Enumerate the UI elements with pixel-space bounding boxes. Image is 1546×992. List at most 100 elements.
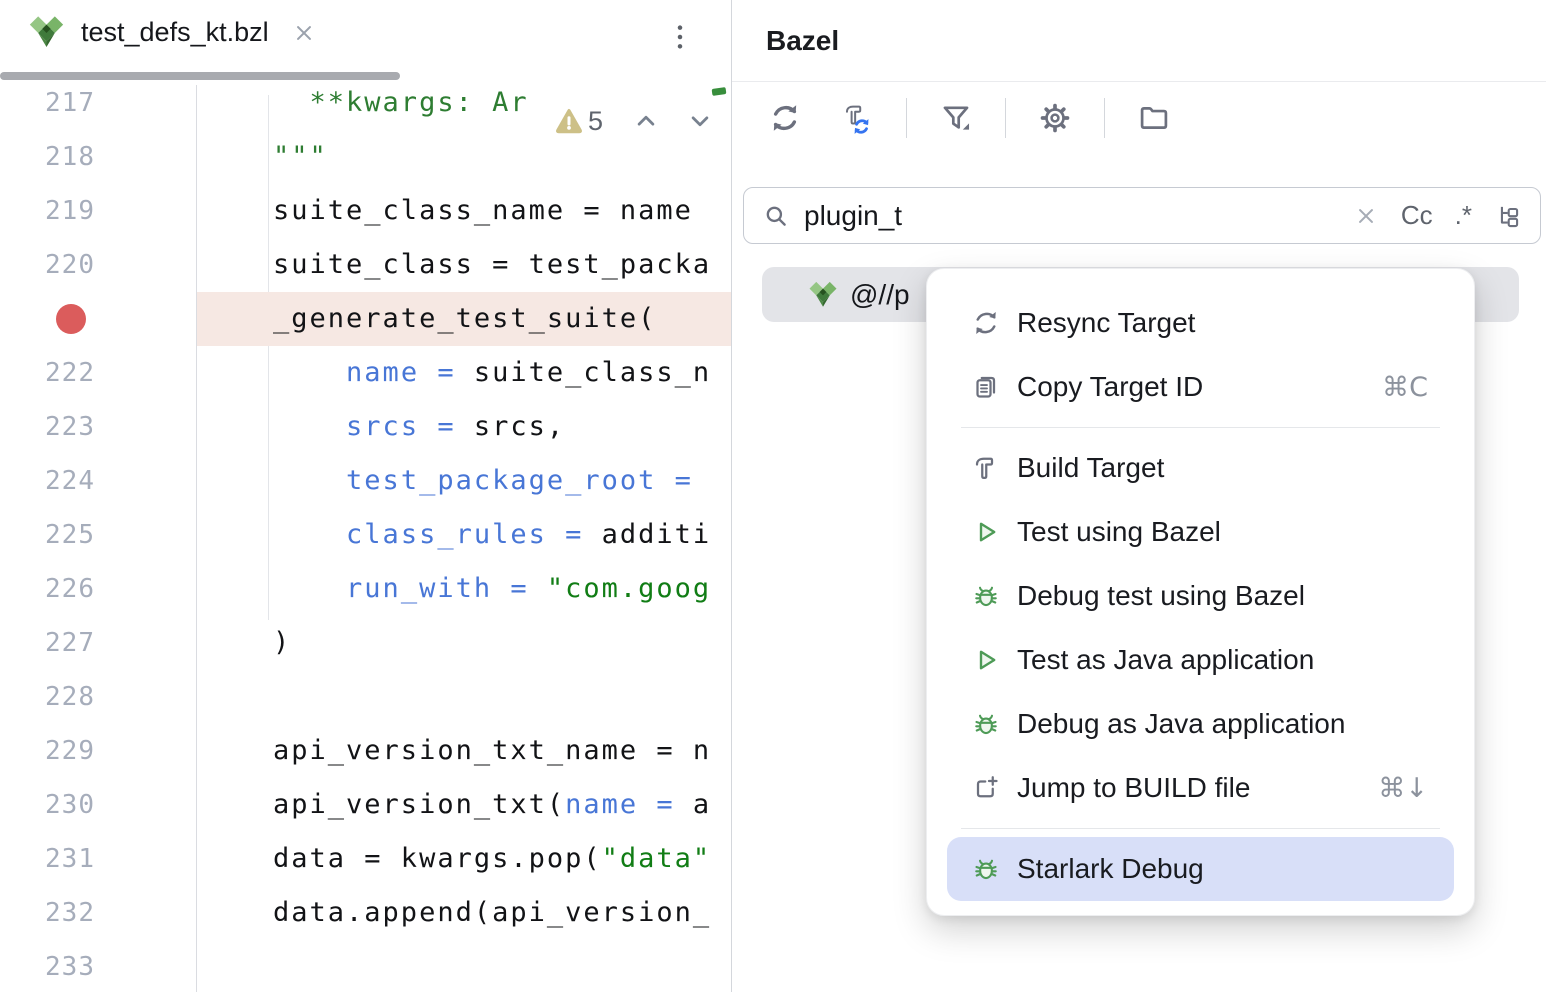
menu-item-jump-to-build-file[interactable]: Jump to BUILD file ⌘↓	[947, 756, 1454, 820]
menu-item-build-target[interactable]: Build Target	[947, 436, 1454, 500]
build-sync-button[interactable]	[834, 97, 880, 139]
menu-item-label: Build Target	[1017, 452, 1165, 483]
line-number: 224	[45, 466, 95, 496]
toolbar-separator	[1104, 98, 1105, 138]
menu-item-shortcut: ⌘↓	[1378, 772, 1428, 804]
line-number: 230	[45, 790, 95, 820]
tab-test-defs-kt-bzl[interactable]: test_defs_kt.bzl	[28, 14, 317, 51]
code-line: 226 run_with = "com.goog	[0, 562, 731, 616]
toolbar-separator	[1005, 98, 1006, 138]
menu-item-label: Test as Java application	[1017, 644, 1315, 675]
code-line: 223 srcs = srcs,	[0, 400, 731, 454]
resync-icon	[971, 308, 1001, 338]
code-line: 220 suite_class = test_packa	[0, 238, 731, 292]
line-number: 231	[45, 844, 95, 874]
code-line: 230 api_version_txt(name = a	[0, 778, 731, 832]
filter-icon	[939, 101, 973, 135]
menu-item-label: Starlark Debug	[1017, 853, 1204, 884]
run-icon	[971, 645, 1001, 675]
code-line: 222 name = suite_class_n	[0, 346, 731, 400]
target-label: @//p	[850, 278, 910, 310]
line-number: 218	[45, 142, 95, 172]
close-icon[interactable]	[291, 20, 317, 46]
jump-to-build-icon	[971, 773, 1001, 803]
warning-count: 5	[588, 105, 604, 136]
code-line: _generate_test_suite(	[200, 303, 657, 334]
inspection-widget[interactable]: 5	[550, 98, 720, 144]
filter-button[interactable]	[933, 97, 979, 139]
menu-item-label: Copy Target ID	[1017, 371, 1204, 402]
tool-window-toolbar	[732, 82, 1546, 154]
chevron-up-icon[interactable]	[631, 106, 661, 136]
menu-item-label: Debug test using Bazel	[1017, 580, 1305, 611]
code-line: 217 **kwargs: Ar	[0, 76, 731, 130]
settings-gear-icon	[1038, 101, 1072, 135]
hammer-icon	[971, 453, 1001, 483]
line-number: 222	[45, 358, 95, 388]
target-search-field[interactable]: plugin_t Cc .*	[743, 187, 1541, 244]
code-line: 232 data.append(api_version_	[0, 886, 731, 940]
menu-item-test-as-java-application[interactable]: Test as Java application	[947, 628, 1454, 692]
menu-item-label: Resync Target	[1017, 307, 1196, 338]
search-icon	[762, 202, 790, 230]
debug-icon	[971, 854, 1001, 884]
tab-title: test_defs_kt.bzl	[81, 17, 269, 47]
menu-item-resync-target[interactable]: Resync Target	[947, 291, 1454, 355]
menu-item-starlark-debug[interactable]: Starlark Debug	[947, 837, 1454, 901]
breakpoint-line-highlight	[196, 292, 731, 346]
menu-item-shortcut: ⌘C	[1382, 371, 1428, 403]
indent-guide	[268, 95, 269, 620]
line-number: 225	[45, 520, 95, 550]
menu-separator	[961, 828, 1440, 829]
menu-item-label: Debug as Java application	[1017, 708, 1346, 739]
match-case-toggle[interactable]: Cc	[1400, 200, 1433, 230]
tree-view-icon[interactable]	[1494, 202, 1522, 230]
more-options-icon[interactable]	[664, 20, 696, 54]
line-number: 232	[45, 898, 95, 928]
tab-scrollbar[interactable]	[0, 72, 400, 80]
code-line: 228	[0, 670, 731, 724]
line-number: 219	[45, 196, 95, 226]
code-line: 219 suite_class_name = name	[0, 184, 731, 238]
line-number: 226	[45, 574, 95, 604]
chevron-down-icon[interactable]	[685, 106, 715, 136]
menu-item-label: Jump to BUILD file	[1017, 772, 1251, 803]
settings-gear-button[interactable]	[1032, 97, 1078, 139]
run-icon	[971, 517, 1001, 547]
menu-item-debug-test-using-bazel[interactable]: Debug test using Bazel	[947, 564, 1454, 628]
line-number: 220	[45, 250, 95, 280]
warning-icon	[554, 106, 584, 136]
editor-tab-bar: test_defs_kt.bzl	[0, 0, 731, 85]
breakpoint-dot[interactable]	[56, 304, 86, 334]
line-number: 217	[45, 88, 95, 118]
code-line: 229 api_version_txt_name = n	[0, 724, 731, 778]
folder-icon	[1137, 101, 1171, 135]
line-number: 229	[45, 736, 95, 766]
copy-icon	[971, 372, 1001, 402]
code-line: 218 """	[0, 130, 731, 184]
bazel-target-icon	[808, 280, 838, 310]
menu-separator	[961, 427, 1440, 428]
line-number: 223	[45, 412, 95, 442]
folder-button[interactable]	[1131, 97, 1177, 139]
regex-toggle[interactable]: .*	[1454, 200, 1472, 230]
code-line: 231 data = kwargs.pop("data"	[0, 832, 731, 886]
code-line: 225 class_rules = additi	[0, 508, 731, 562]
menu-item-copy-target-id[interactable]: Copy Target ID ⌘C	[947, 355, 1454, 419]
menu-item-debug-as-java-application[interactable]: Debug as Java application	[947, 692, 1454, 756]
tool-window-header: Bazel	[732, 0, 1546, 82]
menu-item-label: Test using Bazel	[1017, 516, 1221, 547]
debug-icon	[971, 581, 1001, 611]
line-number: 227	[45, 628, 95, 658]
search-input[interactable]: plugin_t	[804, 199, 903, 231]
sync-icon	[768, 101, 802, 135]
bazel-file-icon	[28, 14, 65, 51]
menu-item-test-using-bazel[interactable]: Test using Bazel	[947, 500, 1454, 564]
tool-window-title: Bazel	[766, 24, 840, 56]
clear-search-icon[interactable]	[1353, 203, 1379, 229]
sync-button[interactable]	[762, 97, 808, 139]
